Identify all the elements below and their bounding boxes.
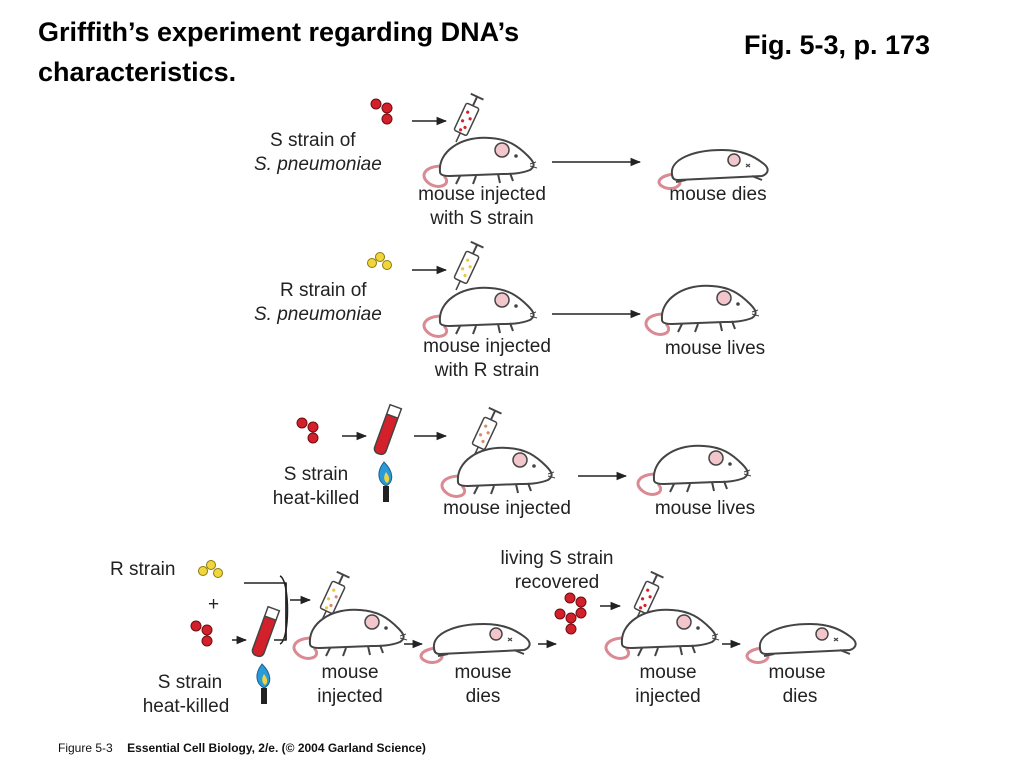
- dead-mouse-icon: [745, 622, 858, 664]
- injected-label: injected: [635, 686, 701, 707]
- live-mouse-icon: [604, 608, 721, 660]
- strain-label: S strain: [284, 464, 348, 485]
- strain-species-label: S. pneumoniae: [254, 304, 382, 325]
- live-mouse-icon: [644, 284, 761, 336]
- recovered-label: living S strain: [501, 548, 614, 569]
- recovered-label: recovered: [515, 572, 600, 593]
- outcome-label: mouse lives: [665, 338, 765, 359]
- injected-label: mouse: [639, 662, 696, 683]
- s-strain-label: S strain: [158, 672, 222, 693]
- outcome-label: mouse dies: [669, 184, 766, 205]
- injected-label: mouse injected: [423, 336, 551, 357]
- s-strain-bacteria-icon: [554, 608, 577, 635]
- figure-caption: Figure 5-3 Essential Cell Biology, 2/e. …: [58, 739, 426, 756]
- live-mouse-icon: [292, 608, 409, 660]
- strain-label: R strain of: [280, 280, 367, 301]
- outcome-label: mouse: [768, 662, 825, 683]
- injected-label: mouse: [321, 662, 378, 683]
- r-strain-bacteria-icon: [367, 252, 392, 270]
- injected-label: mouse injected: [418, 184, 546, 205]
- outcome-label: mouse: [454, 662, 511, 683]
- figure-reference: Fig. 5-3, p. 173: [744, 30, 931, 60]
- live-mouse-icon: [422, 136, 539, 188]
- outcome-label: mouse lives: [655, 498, 755, 519]
- row-3-heat-killed-s-strain: S strain heat-killed mouse injected mous…: [273, 403, 755, 519]
- bracket: [279, 575, 289, 645]
- live-mouse-icon: [422, 286, 539, 338]
- row-2-r-strain: R strain of S. pneumoniae mouse injected…: [254, 240, 765, 381]
- s-strain-bacteria-icon: [370, 98, 393, 125]
- live-mouse-icon: [636, 444, 753, 496]
- caption-source: Essential Cell Biology, 2/e. (© 2004 Gar…: [127, 741, 426, 755]
- dead-mouse-icon: [657, 148, 770, 190]
- caption-figure-number: Figure 5-3: [58, 741, 113, 755]
- strain-label: S strain of: [270, 130, 356, 151]
- injected-label: injected: [317, 686, 383, 707]
- strain-species-label: S. pneumoniae: [254, 154, 382, 175]
- live-mouse-icon: [440, 446, 557, 498]
- injected-label: mouse injected: [443, 498, 571, 519]
- syringe-icon: [448, 240, 485, 294]
- r-strain-label: R strain: [110, 559, 175, 580]
- slide-title: Griffith’s experiment regarding DNA’s ch…: [38, 17, 520, 87]
- heated-tube-icon: [250, 605, 281, 705]
- outcome-label: dies: [466, 686, 501, 707]
- outcome-label: dies: [783, 686, 818, 707]
- s-strain-bacteria-icon: [296, 417, 319, 444]
- dead-mouse-icon: [419, 622, 532, 664]
- strain-label: heat-killed: [273, 488, 360, 509]
- r-strain-bacteria-icon: [198, 560, 223, 578]
- row-1-s-strain: S strain of S. pneumoniae mouse injected…: [254, 92, 770, 229]
- s-strain-bacteria-icon: [190, 620, 213, 647]
- row-4-mixed-strains: R strain + S strain heat-killed living S…: [110, 548, 858, 717]
- s-strain-label: heat-killed: [143, 696, 230, 717]
- heated-tube-icon: [372, 403, 403, 503]
- plus-sign: +: [208, 594, 219, 615]
- injected-label: with R strain: [434, 360, 540, 381]
- injected-label: with S strain: [429, 208, 533, 229]
